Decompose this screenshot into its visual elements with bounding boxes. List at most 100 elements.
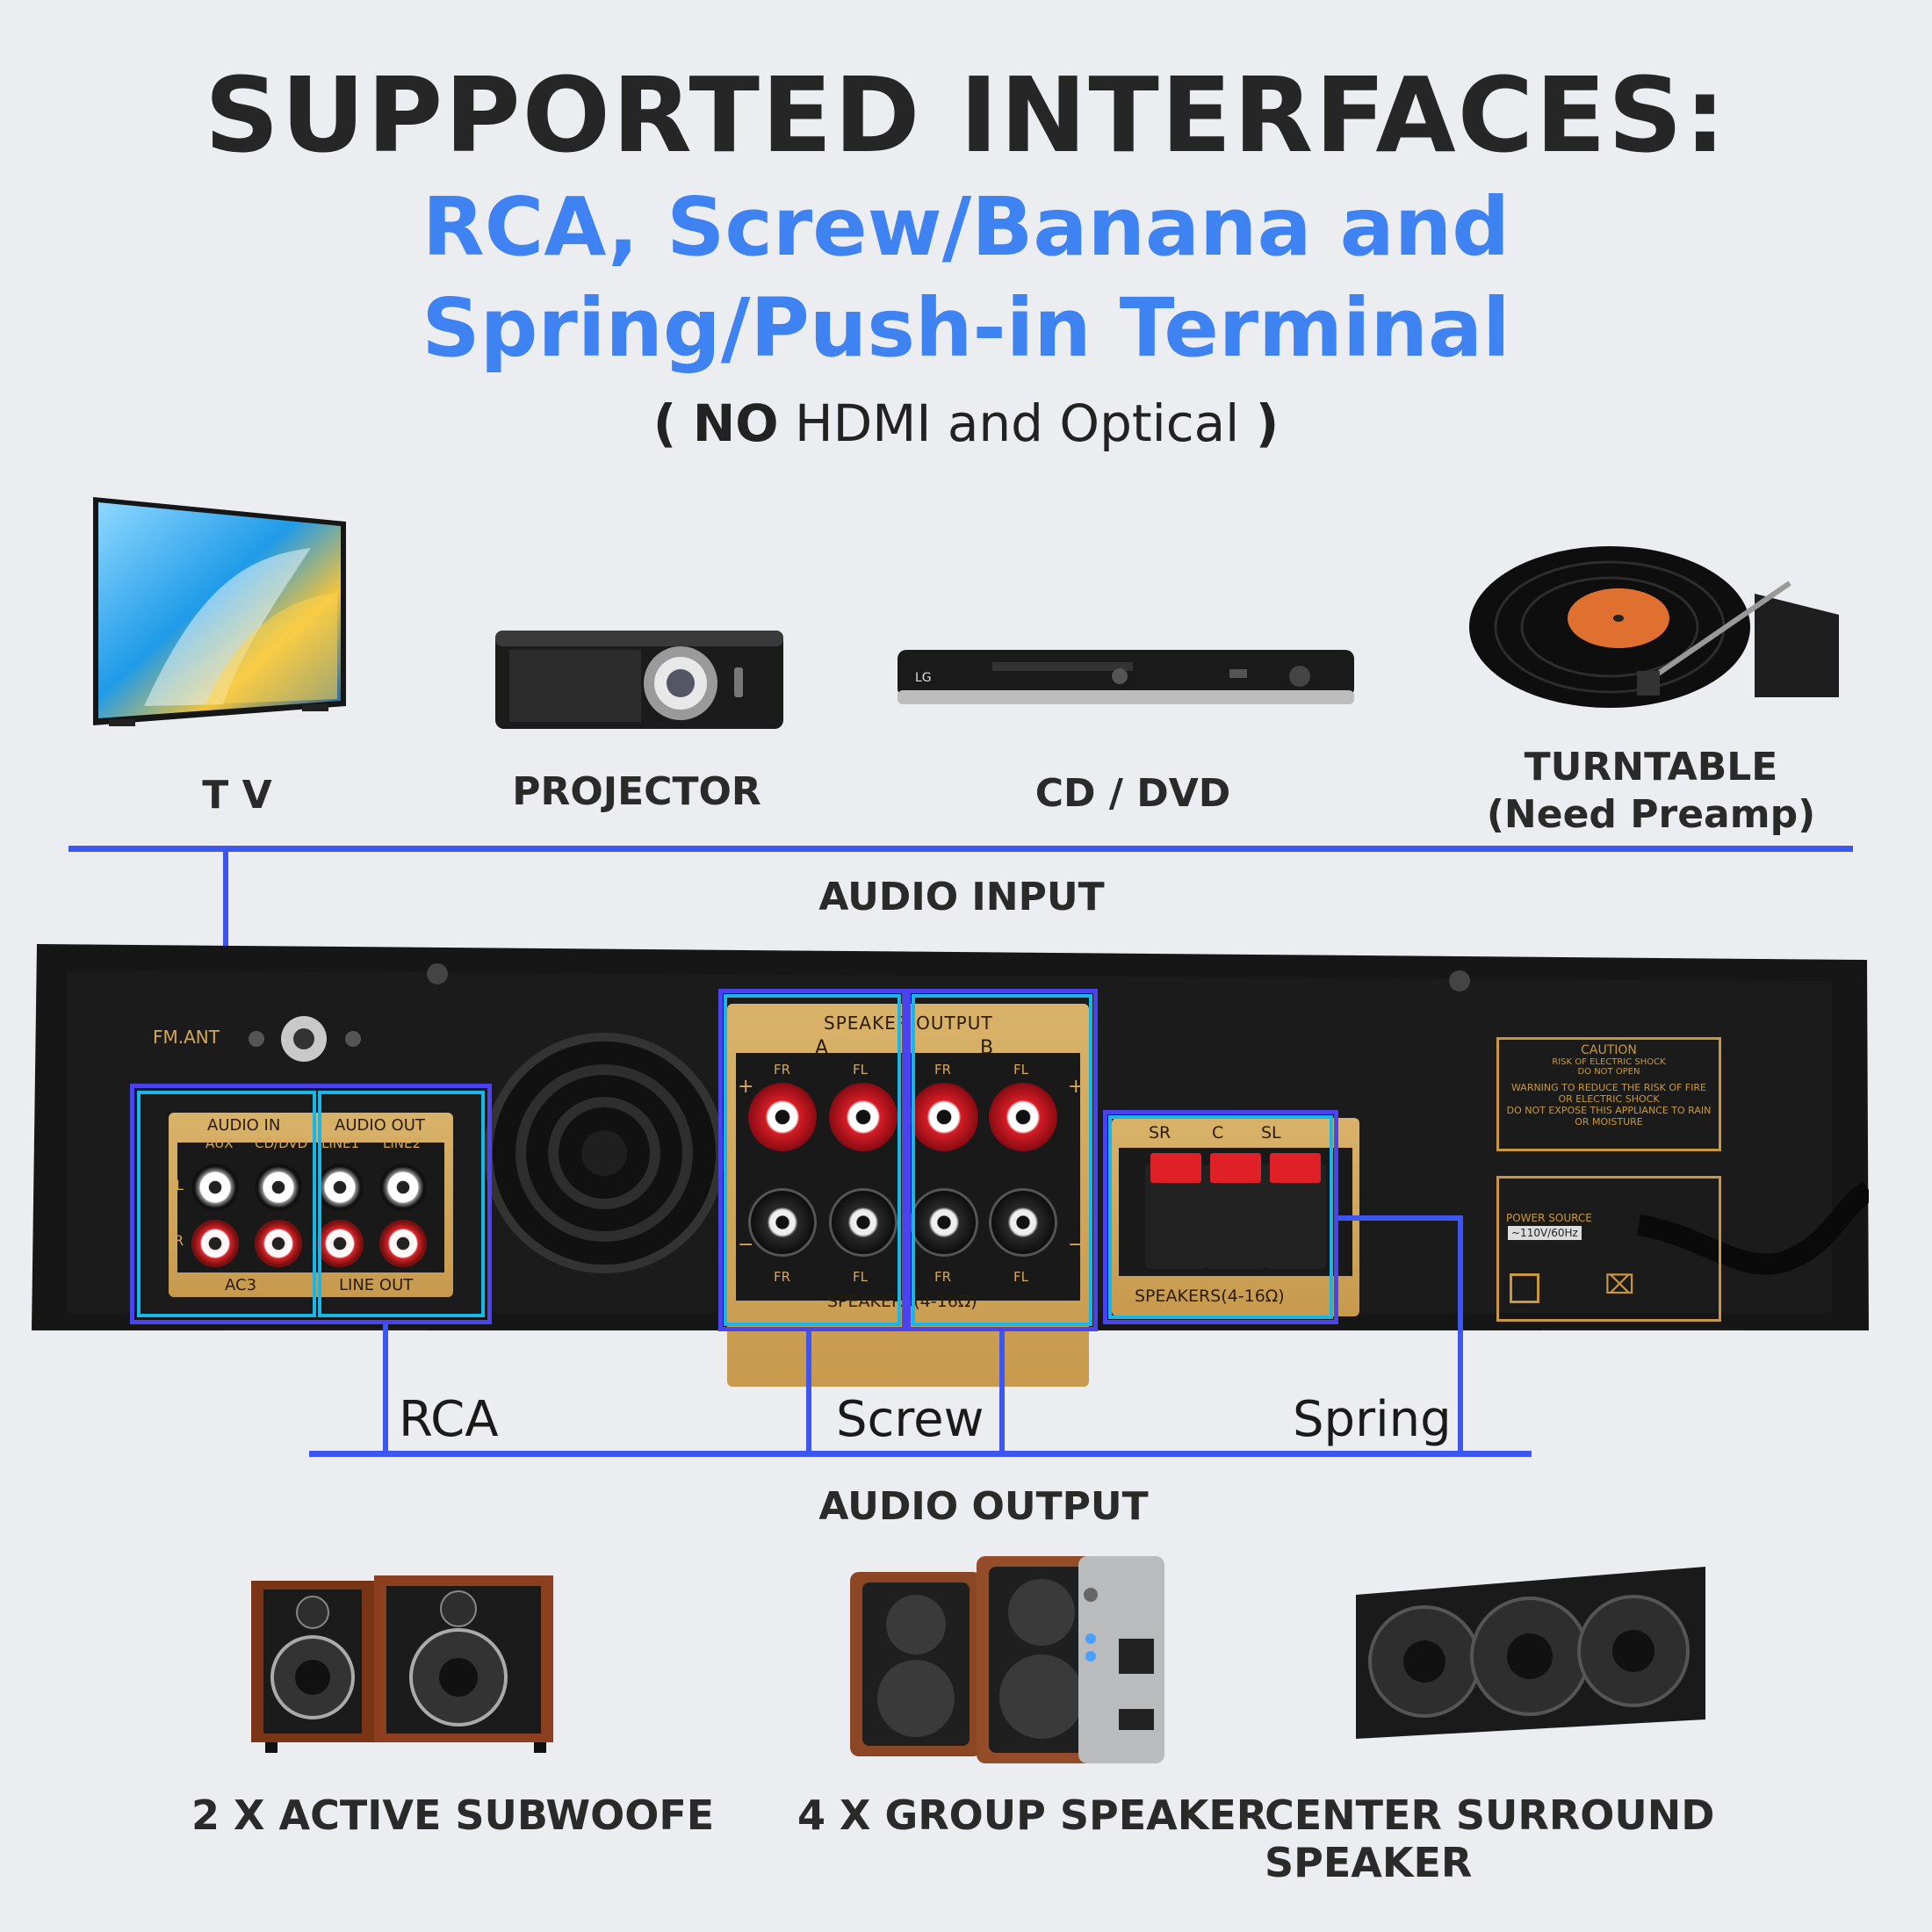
- screw-post-b-fr-minus[interactable]: [910, 1188, 978, 1257]
- device-label-cd-dvd: CD / DVD: [1034, 771, 1231, 816]
- screw-interface-label: Screw: [836, 1391, 984, 1448]
- rca-jack-line1-right[interactable]: [316, 1220, 364, 1267]
- rca-jack-aux-left[interactable]: [191, 1164, 239, 1211]
- audio-output-line: [309, 1451, 1532, 1457]
- turntable-image: [1465, 539, 1839, 715]
- rca-highlight-box: [130, 1084, 492, 1324]
- power-source-box: POWER SOURCE ~110V/60Hz ⌧: [1496, 1176, 1721, 1322]
- screw-post-b-fl-minus[interactable]: [989, 1188, 1057, 1257]
- zone-b-label: B: [980, 1037, 994, 1059]
- output-label-group-speaker: 4 X GROUP SPEAKER: [797, 1791, 1268, 1839]
- warning-line1: WARNING TO REDUCE THE RISK OF FIRE: [1511, 1082, 1706, 1093]
- screw-post-b-fl-plus[interactable]: [989, 1083, 1057, 1151]
- screw-plus-right: +: [1068, 1076, 1085, 1098]
- rca-jack-line1-left[interactable]: [316, 1164, 364, 1211]
- screw-post-a-fr-minus[interactable]: [748, 1188, 817, 1257]
- aux-label: AUX: [205, 1135, 234, 1151]
- note-no: NO: [692, 393, 779, 453]
- spring-inner-highlight: [1108, 1115, 1333, 1319]
- ac3-label: AC3: [225, 1276, 257, 1294]
- warning-line3: DO NOT EXPOSE THIS APPLIANCE TO RAIN: [1506, 1105, 1712, 1116]
- right-channel-label: R: [174, 1232, 184, 1249]
- screw-post-a-fl-minus[interactable]: [829, 1188, 898, 1257]
- tv-image: [91, 495, 346, 732]
- subtitle-line-1: RCA, Screw/Banana and: [422, 180, 1510, 274]
- rca-jack-cddvd-left[interactable]: [255, 1164, 302, 1211]
- line-out-label: LINE OUT: [339, 1276, 414, 1294]
- center-speaker-image: [1351, 1565, 1707, 1742]
- spring-interface-label: Spring: [1293, 1391, 1452, 1448]
- audio-input-label: AUDIO INPUT: [818, 875, 1105, 919]
- audio-in-label: AUDIO IN: [207, 1116, 281, 1135]
- caution-label-box: CAUTION RISK OF ELECTRIC SHOCK DO NOT OP…: [1496, 1037, 1721, 1151]
- screw-b-inner-highlight: [912, 994, 1092, 1326]
- warning-line4: OR MOISTURE: [1575, 1116, 1643, 1128]
- screw-post-a-fl-plus[interactable]: [829, 1083, 898, 1151]
- screw-a-connector-line: [806, 1331, 811, 1453]
- screw-highlight-box-a: [718, 989, 906, 1331]
- audio-output-label: AUDIO OUTPUT: [818, 1484, 1149, 1529]
- rca-audio-out-highlight: [318, 1091, 485, 1317]
- rca-audio-in-highlight: [137, 1091, 316, 1317]
- rca-jack-line2-left[interactable]: [379, 1164, 427, 1211]
- screw-a-fr-bottom-label: FR: [774, 1269, 791, 1285]
- subtitle-line-2: Spring/Push-in Terminal: [422, 281, 1510, 375]
- voltage-label: ~110V/60Hz: [1508, 1226, 1582, 1240]
- note-close-paren: ): [1255, 393, 1280, 453]
- recycle-bin-icon: ⌧: [1604, 1270, 1635, 1301]
- fm-ant-label: FM.ANT: [153, 1027, 220, 1048]
- line1-label: LINE1: [321, 1135, 360, 1151]
- spring-clip-sr[interactable]: [1150, 1153, 1201, 1183]
- spring-sl-label: SL: [1261, 1123, 1281, 1143]
- caution-sub1: RISK OF ELECTRIC SHOCK: [1552, 1057, 1666, 1067]
- screw-a-inner-highlight: [724, 994, 901, 1326]
- note-open-paren: (: [652, 393, 677, 453]
- cd-dvd-label: CD/DVD: [255, 1135, 308, 1151]
- page-title: SUPPORTED INTERFACES:: [204, 54, 1728, 176]
- caution-sub2: DO NOT OPEN: [1577, 1067, 1640, 1077]
- spring-sr-label: SR: [1149, 1123, 1171, 1143]
- screw-highlight-box-b: [906, 989, 1098, 1331]
- screw-a-fl-bottom-label: FL: [853, 1269, 868, 1285]
- screw-minus-right: −: [1068, 1234, 1085, 1256]
- spring-connector-horizontal: [1338, 1215, 1463, 1221]
- rca-jack-cddvd-right[interactable]: [255, 1220, 302, 1267]
- screw-post-a-fr-plus[interactable]: [748, 1083, 817, 1151]
- exclusion-note: ( NO HDMI and Optical ): [0, 393, 1932, 453]
- device-label-tv: T V: [202, 773, 272, 818]
- screw-b-fr-label: FR: [934, 1062, 952, 1078]
- spring-clip-c[interactable]: [1210, 1153, 1261, 1183]
- output-label-center-speaker: CENTER SURROUND SPEAKER: [1265, 1791, 1715, 1886]
- line2-label: LINE2: [383, 1135, 422, 1151]
- double-insulation-icon: [1510, 1273, 1539, 1303]
- screw-a-fl-label: FL: [853, 1062, 868, 1078]
- screw-minus-left: −: [738, 1234, 754, 1256]
- device-sublabel-turntable: (Need Preamp): [1486, 792, 1816, 837]
- screw-b-connector-line: [999, 1331, 1005, 1453]
- spring-clip-sl[interactable]: [1270, 1153, 1321, 1183]
- power-source-label: POWER SOURCE: [1506, 1212, 1592, 1224]
- svg-text:LG: LG: [915, 671, 932, 685]
- zone-a-label: A: [815, 1037, 829, 1059]
- screw-b-fl-label: FL: [1013, 1062, 1028, 1078]
- screw-a-fr-label: FR: [774, 1062, 791, 1078]
- rca-jack-line2-right[interactable]: [379, 1220, 427, 1267]
- rca-interface-label: RCA: [399, 1391, 499, 1448]
- output-label-subwoofer: 2 X ACTIVE SUBWOOFE: [191, 1791, 715, 1839]
- rca-connector-line: [383, 1324, 388, 1453]
- left-channel-label: L: [176, 1177, 184, 1193]
- warning-line2: OR ELECTRIC SHOCK: [1558, 1093, 1660, 1105]
- spring-impedance-label: SPEAKERS(4-16Ω): [1135, 1287, 1285, 1306]
- audio-out-label: AUDIO OUT: [335, 1116, 425, 1135]
- screw-plus-left: +: [738, 1076, 754, 1098]
- caution-title: CAUTION: [1581, 1043, 1637, 1057]
- audio-input-line: [68, 846, 1853, 852]
- dvd-player-image: LG: [896, 645, 1357, 715]
- rca-jack-aux-right[interactable]: [191, 1220, 239, 1267]
- device-label-turntable: TURNTABLE: [1524, 745, 1778, 789]
- spring-c-label: C: [1212, 1123, 1224, 1143]
- projector-image: [492, 624, 787, 738]
- screw-b-fl-bottom-label: FL: [1013, 1269, 1028, 1285]
- device-label-projector: PROJECTOR: [512, 769, 761, 814]
- screw-post-b-fr-plus[interactable]: [910, 1083, 978, 1151]
